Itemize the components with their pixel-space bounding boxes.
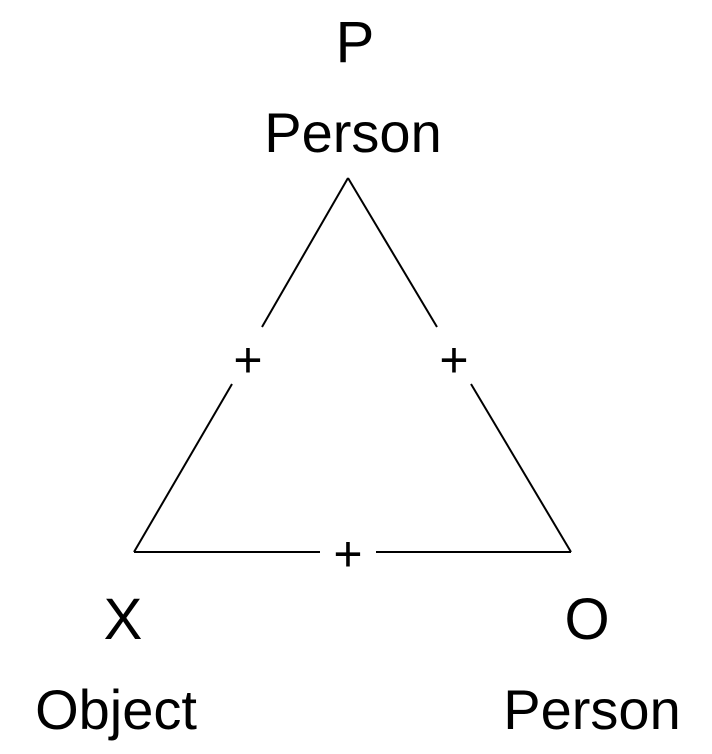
- edge-p-x: [133, 177, 349, 553]
- node-p: P Person: [264, 10, 441, 164]
- edge-p-x-lower: [133, 383, 233, 553]
- edge-x-o-sign: +: [333, 526, 362, 582]
- edge-p-o-lower: [470, 383, 572, 553]
- edge-p-o-sign: +: [439, 332, 468, 388]
- node-p-letter: P: [336, 10, 375, 75]
- node-o-label: Person: [503, 678, 680, 741]
- edge-p-o-upper: [347, 177, 438, 328]
- edge-p-x-upper: [261, 177, 349, 328]
- edge-p-x-sign: +: [233, 332, 262, 388]
- node-x-letter: X: [104, 587, 143, 652]
- node-o-letter: O: [564, 587, 609, 652]
- node-p-label: Person: [264, 101, 441, 164]
- node-o: O Person: [503, 587, 680, 741]
- node-x: X Object: [35, 587, 197, 741]
- node-x-label: Object: [35, 678, 197, 741]
- edge-p-o: [347, 177, 572, 553]
